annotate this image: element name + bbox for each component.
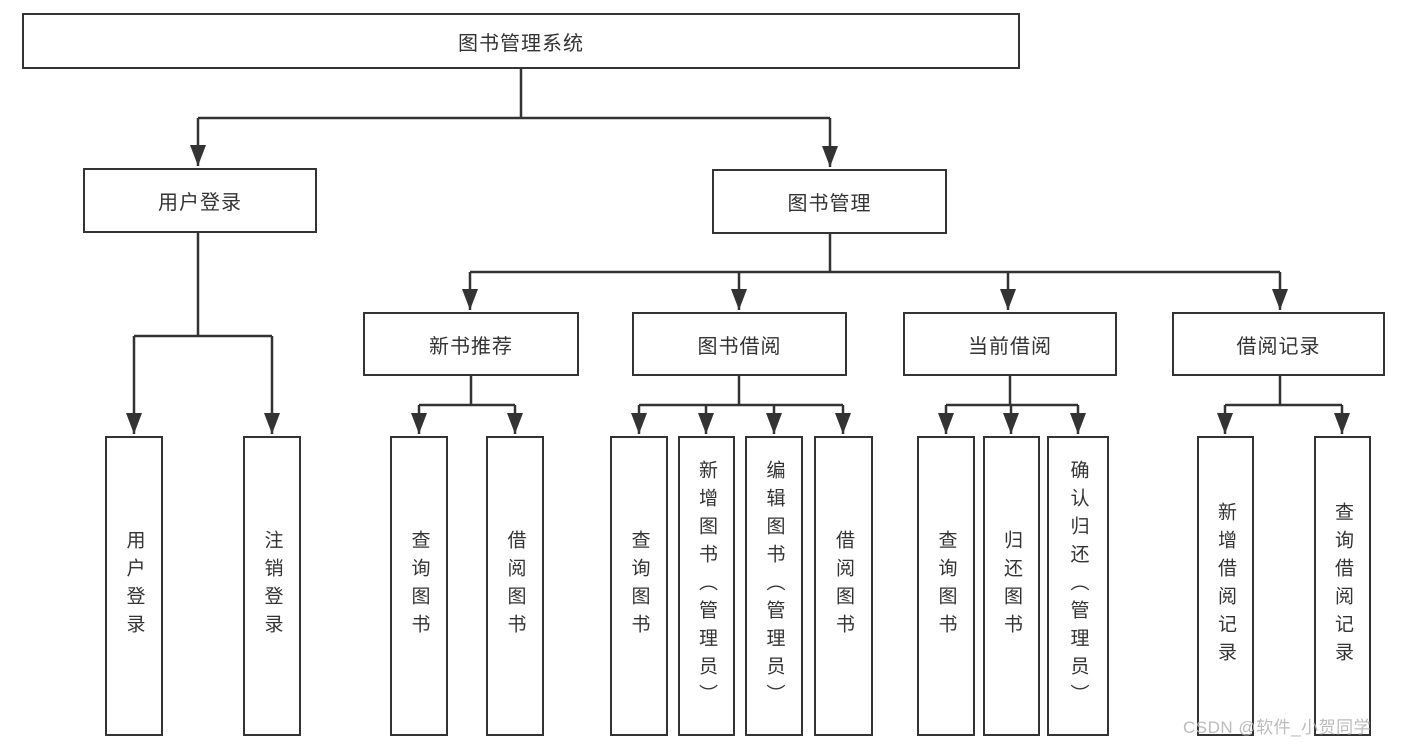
leaf-borrow-books-2: 借阅图书 bbox=[814, 436, 873, 736]
leaf-return-books: 归还图书 bbox=[983, 436, 1040, 736]
watermark: CSDN @软件_小贺同学 bbox=[1183, 718, 1372, 737]
leaf-add-borrow-record: 新增借阅记录 bbox=[1197, 436, 1254, 736]
leaf-query-books-3: 查询图书 bbox=[917, 436, 975, 736]
leaf-query-borrow-record: 查询借阅记录 bbox=[1314, 436, 1371, 736]
node-book-borrowing: 图书借阅 bbox=[632, 312, 847, 376]
leaf-query-books-2: 查询图书 bbox=[610, 436, 668, 736]
leaf-logout: 注销登录 bbox=[243, 436, 301, 736]
leaf-query-books: 查询图书 bbox=[390, 436, 448, 736]
node-book-management: 图书管理 bbox=[712, 169, 947, 234]
leaf-confirm-return-admin: 确认归还（管理员） bbox=[1047, 436, 1109, 736]
leaf-edit-book-admin: 编辑图书（管理员） bbox=[745, 436, 803, 736]
node-borrowing-records: 借阅记录 bbox=[1172, 312, 1385, 376]
node-user-login: 用户登录 bbox=[83, 168, 317, 233]
leaf-add-book-admin: 新增图书（管理员） bbox=[678, 436, 735, 736]
node-current-borrowing: 当前借阅 bbox=[903, 312, 1117, 376]
tree-connectors bbox=[126, 69, 1350, 434]
leaf-user-login: 用户登录 bbox=[105, 436, 163, 736]
node-new-book-recommendation: 新书推荐 bbox=[363, 312, 579, 376]
leaf-borrow-books: 借阅图书 bbox=[486, 436, 544, 736]
node-library-management-system: 图书管理系统 bbox=[22, 13, 1020, 69]
